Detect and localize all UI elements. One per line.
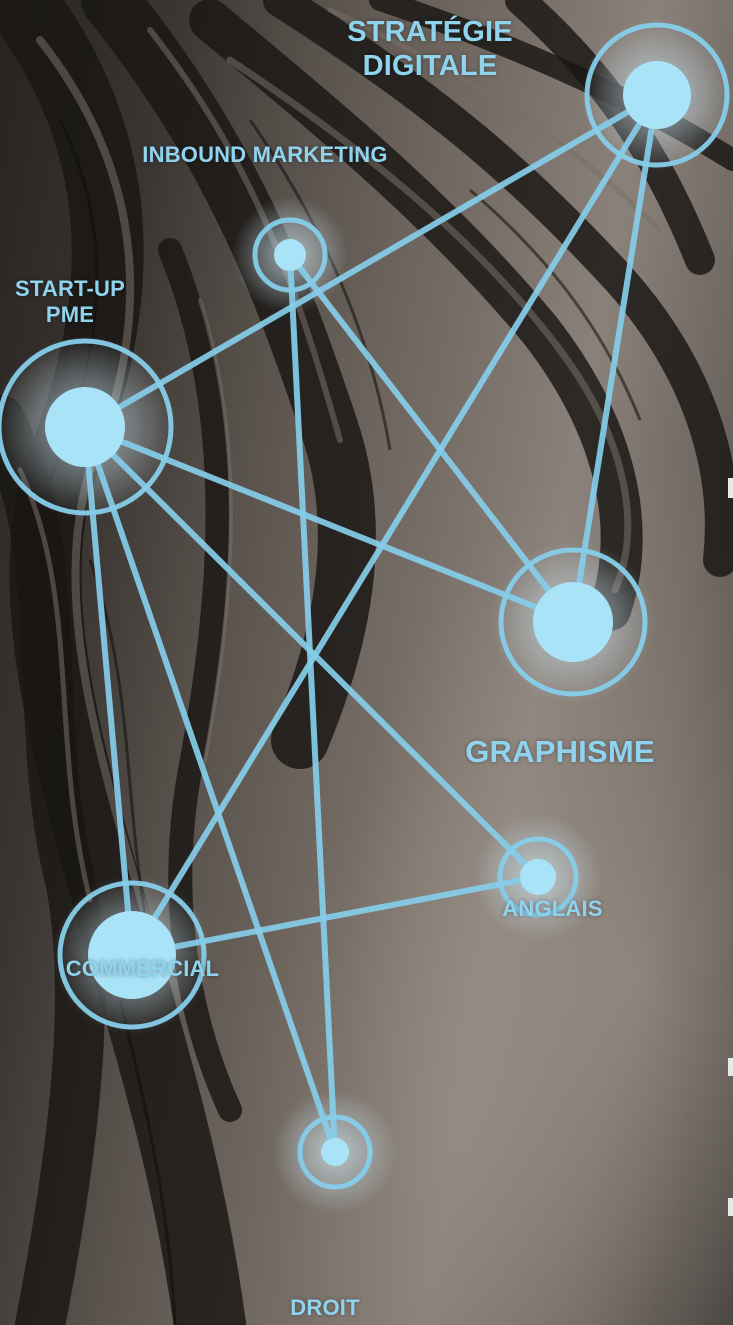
node-dot-inbound xyxy=(274,239,306,271)
edge-marker xyxy=(728,478,733,498)
node-dot-anglais xyxy=(520,859,556,895)
node-label-inbound-marketing: INBOUND MARKETING xyxy=(95,142,435,168)
edge-marker xyxy=(728,1198,733,1216)
node-dot-strategie xyxy=(623,61,691,129)
edge-marker xyxy=(728,1058,733,1076)
connection-strategie-commercial xyxy=(132,95,657,955)
node-label-droit: DROIT xyxy=(255,1295,395,1321)
node-label-graphisme: GRAPHISME xyxy=(440,734,680,770)
node-label-anglais: ANGLAIS xyxy=(470,896,635,922)
node-label-start-up-pme: START-UP PME xyxy=(5,276,135,327)
node-label-commercial: COMMERCIAL xyxy=(35,956,250,982)
connection-startup-droit xyxy=(85,427,335,1152)
connection-strategie-graphisme xyxy=(573,95,657,622)
connection-inbound-droit xyxy=(290,255,335,1152)
node-dot-startup xyxy=(45,387,125,467)
node-label-strategie-digitale: STRATÉGIE DIGITALE xyxy=(305,16,555,83)
node-dot-commercial xyxy=(88,911,176,999)
node-dot-graphisme xyxy=(533,582,613,662)
node-dot-droit xyxy=(321,1138,349,1166)
